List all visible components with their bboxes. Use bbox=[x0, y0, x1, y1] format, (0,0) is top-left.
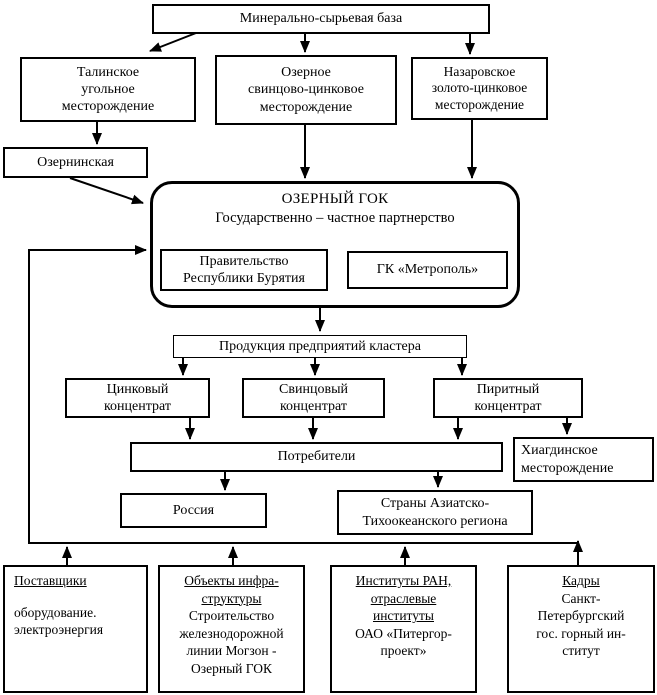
personnel-body: Санкт- Петербургский гос. горный ин- сти… bbox=[536, 590, 626, 659]
suppliers-body: оборудование. электроэнергия bbox=[14, 604, 104, 638]
box-ozerninskaya: Озернинская bbox=[3, 147, 148, 178]
infrastructure-title: Объекты инфра- структуры bbox=[184, 573, 279, 606]
box-zinc-concentrate: Цинковый концентрат bbox=[65, 378, 210, 418]
box-infrastructure: Объекты инфра- структуры Строительство ж… bbox=[158, 565, 305, 693]
box-suppliers: Поставщики оборудование. электроэнергия bbox=[3, 565, 148, 693]
box-consumers: Потребители bbox=[130, 442, 503, 472]
box-institutes: Институты РАН, отраслевые институты ОАО … bbox=[330, 565, 477, 693]
box-ozernoe-deposit: Озерное свинцово-цинковое месторождение bbox=[215, 55, 397, 125]
box-mineral-base: Минерально-сырьевая база bbox=[152, 4, 490, 34]
infrastructure-body: Строительство железнодорожной линии Могз… bbox=[179, 608, 284, 676]
box-lead-concentrate: Свинцовый концентрат bbox=[242, 378, 385, 418]
box-cluster-products-header: Продукция предприятий кластера bbox=[173, 335, 467, 358]
box-metropol: ГК «Метрополь» bbox=[347, 251, 508, 289]
personnel-title: Кадры bbox=[562, 573, 600, 588]
box-pyrite-concentrate: Пиритный концентрат bbox=[433, 378, 583, 418]
gok-title: ОЗЕРНЫЙ ГОК bbox=[281, 191, 389, 207]
box-russia: Россия bbox=[120, 493, 267, 528]
suppliers-title: Поставщики bbox=[14, 573, 87, 588]
box-buryatia-government: Правительство Республики Бурятия bbox=[160, 249, 328, 291]
box-talinskoe-deposit: Талинское угольное месторождение bbox=[20, 57, 196, 122]
box-asia-pacific: Страны Азиатско- Тихоокеанского региона bbox=[337, 490, 533, 535]
box-khiagda-deposit: Хиагдинское месторождение bbox=[513, 437, 654, 482]
institutes-title: Институты РАН, отраслевые институты bbox=[355, 573, 452, 624]
box-nazarovskoe-deposit: Назаровское золото-цинковое месторождени… bbox=[411, 57, 548, 120]
gok-subtitle: Государственно – частное партнерство bbox=[215, 210, 455, 227]
box-personnel: Кадры Санкт- Петербургский гос. горный и… bbox=[507, 565, 655, 693]
institutes-body: ОАО «Питергор- проект» bbox=[355, 625, 452, 659]
